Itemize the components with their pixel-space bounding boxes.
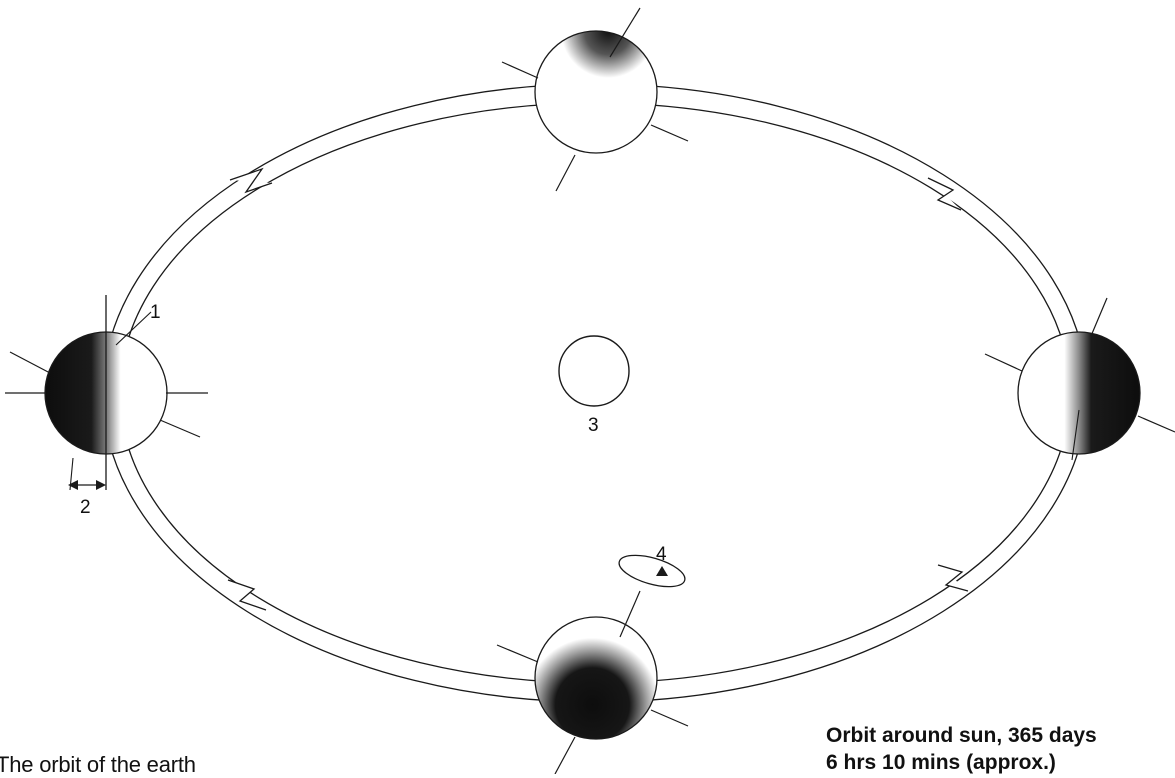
- marker-1: 1: [150, 302, 161, 323]
- earth-right: [985, 298, 1175, 460]
- sun-ray: [502, 62, 538, 78]
- rotation-indicator: [616, 549, 689, 593]
- sun-ray: [651, 125, 688, 141]
- diagram-caption: The orbit of the earth: [0, 752, 196, 778]
- sun-ray: [985, 354, 1022, 371]
- earth-axis-lower: [555, 737, 575, 774]
- break-mark-lower-left: [228, 580, 266, 610]
- sun-ray: [651, 710, 688, 726]
- sun-ray: [10, 352, 50, 373]
- orbit-period-note: Orbit around sun, 365 days 6 hrs 10 mins…: [826, 722, 1175, 776]
- earth-left: 1 2: [5, 295, 208, 518]
- earth-bottom: 4: [497, 544, 688, 774]
- break-mark-lower-right: [938, 565, 968, 591]
- sun-ray: [160, 420, 200, 437]
- sun-ray: [497, 645, 538, 662]
- sun: [559, 336, 629, 406]
- earth-axis-lower: [556, 155, 575, 191]
- earth-top: [502, 8, 688, 191]
- orbit-note-line-1: Orbit around sun, 365 days: [826, 722, 1175, 749]
- earth-axis: [1091, 298, 1107, 336]
- marker-3: 3: [588, 415, 599, 436]
- marker-4: 4: [656, 544, 667, 565]
- break-mark-upper-left: [230, 169, 272, 192]
- rotation-arrow: [656, 566, 668, 576]
- marker-2: 2: [80, 497, 91, 518]
- orbit-note-line-2: 6 hrs 10 mins (approx.): [826, 749, 1175, 776]
- earth-axis-lower: [1138, 416, 1175, 432]
